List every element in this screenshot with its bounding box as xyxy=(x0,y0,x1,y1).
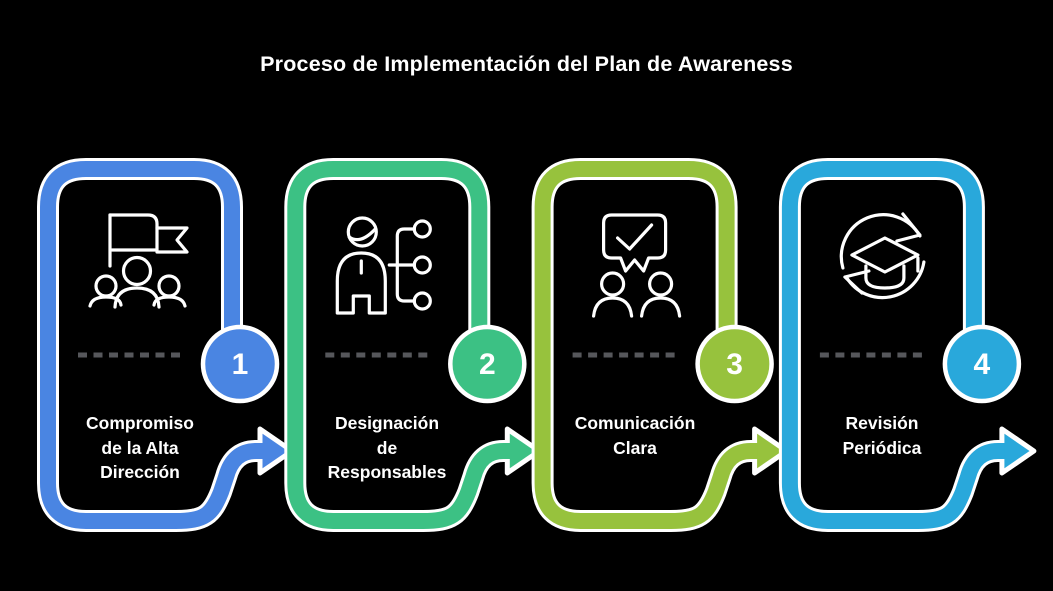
team-flag-icon xyxy=(88,213,189,309)
step-card-2: 2 xyxy=(295,169,539,521)
step-number: 3 xyxy=(726,348,743,381)
step-number-badge xyxy=(448,324,527,404)
step-number-badge xyxy=(942,324,1022,404)
step-label-3: Comunicación Clara xyxy=(574,413,696,458)
step-label-4: Revisión Periódica xyxy=(842,413,922,458)
step-number: 2 xyxy=(479,348,496,381)
step-card-3: 3 xyxy=(543,169,787,521)
step-label-1: Compromiso de la Alta Dirección xyxy=(86,413,194,482)
person-orgchart-icon xyxy=(335,216,432,315)
step-label-2: Designación de Responsables xyxy=(327,413,447,482)
next-step-arrow-icon xyxy=(1002,429,1034,473)
step-number: 4 xyxy=(974,348,991,381)
speech-bubble-check-icon xyxy=(592,213,682,318)
step-card-1: 1 xyxy=(48,169,292,521)
step-number: 1 xyxy=(232,348,249,381)
cycle-refresh-graduation-icon xyxy=(839,212,926,300)
step-card-4: 4 xyxy=(790,169,1034,521)
page-title: Proceso de Implementación del Plan de Aw… xyxy=(260,52,793,76)
step-number-badge xyxy=(200,324,280,404)
step-number-badge xyxy=(695,324,774,404)
